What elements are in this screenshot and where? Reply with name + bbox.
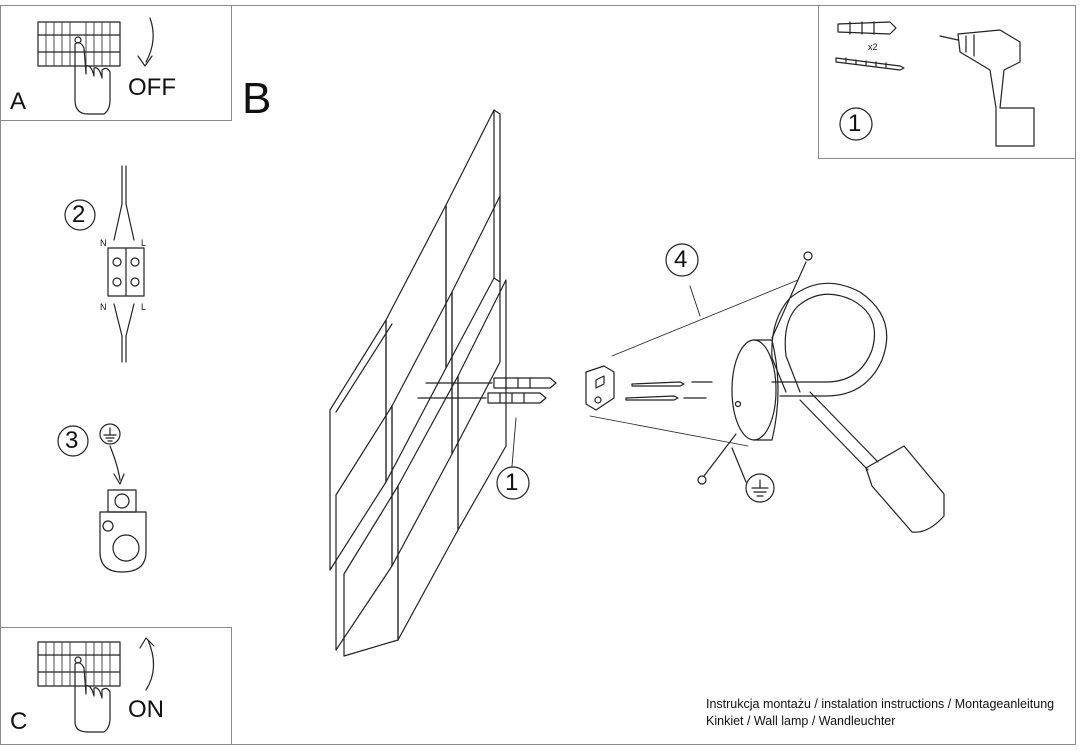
ground-symbol-icon <box>731 447 775 503</box>
wall-lamp-icon <box>697 251 945 533</box>
switch-on-arrow-icon <box>139 637 155 691</box>
hand-icon <box>74 662 111 733</box>
step-4-number: 4 <box>674 246 688 273</box>
neutral-label-bottom: N <box>100 302 107 312</box>
panel-a-letter: A <box>10 88 27 115</box>
ground-terminal-icon <box>99 489 147 573</box>
panel-c-letter: C <box>10 708 28 735</box>
live-label-bottom: L <box>141 302 147 312</box>
step-4-leader <box>689 285 701 317</box>
step-3-number: 3 <box>65 427 79 454</box>
caption-line-1: Instrukcja montażu / instalation instruc… <box>706 697 1055 711</box>
step-2-circle <box>64 199 96 231</box>
wall-tiles <box>329 109 507 657</box>
on-label: ON <box>128 696 164 723</box>
terminal-block-icon <box>107 165 145 363</box>
assembly-guide-lines <box>589 279 799 447</box>
step-2-number: 2 <box>72 201 86 228</box>
off-label: OFF <box>128 74 176 101</box>
step-1-leader <box>511 417 517 467</box>
neutral-label-top: N <box>100 238 107 248</box>
mounting-bracket-icon <box>585 365 615 411</box>
step-1-circle <box>839 107 873 141</box>
quantity-label: x2 <box>868 42 878 52</box>
step-4-circle <box>665 243 699 277</box>
step-1-main-circle <box>496 466 530 500</box>
caption-line-2: Kinkiet / Wall lamp / Wandleuchter <box>706 714 896 728</box>
panel-tools <box>818 5 1076 159</box>
ground-symbol-icon <box>99 423 125 485</box>
breaker-box-icon <box>37 641 121 687</box>
wall-plugs-icon <box>417 377 557 404</box>
live-label-top: L <box>141 238 147 248</box>
step-1-number: 1 <box>848 110 862 137</box>
hand-icon <box>74 42 111 115</box>
drill-icon <box>939 29 1035 147</box>
screws-icon <box>625 381 713 401</box>
step-3-circle <box>57 425 89 457</box>
screw-icon <box>835 57 905 71</box>
breaker-box-icon <box>37 21 121 67</box>
panel-b-letter: B <box>242 74 272 123</box>
panel-a-power-off <box>0 5 232 121</box>
wall-plug-icon <box>837 21 897 35</box>
step-1-main-number: 1 <box>505 469 519 496</box>
switch-off-arrow-icon <box>137 17 154 67</box>
